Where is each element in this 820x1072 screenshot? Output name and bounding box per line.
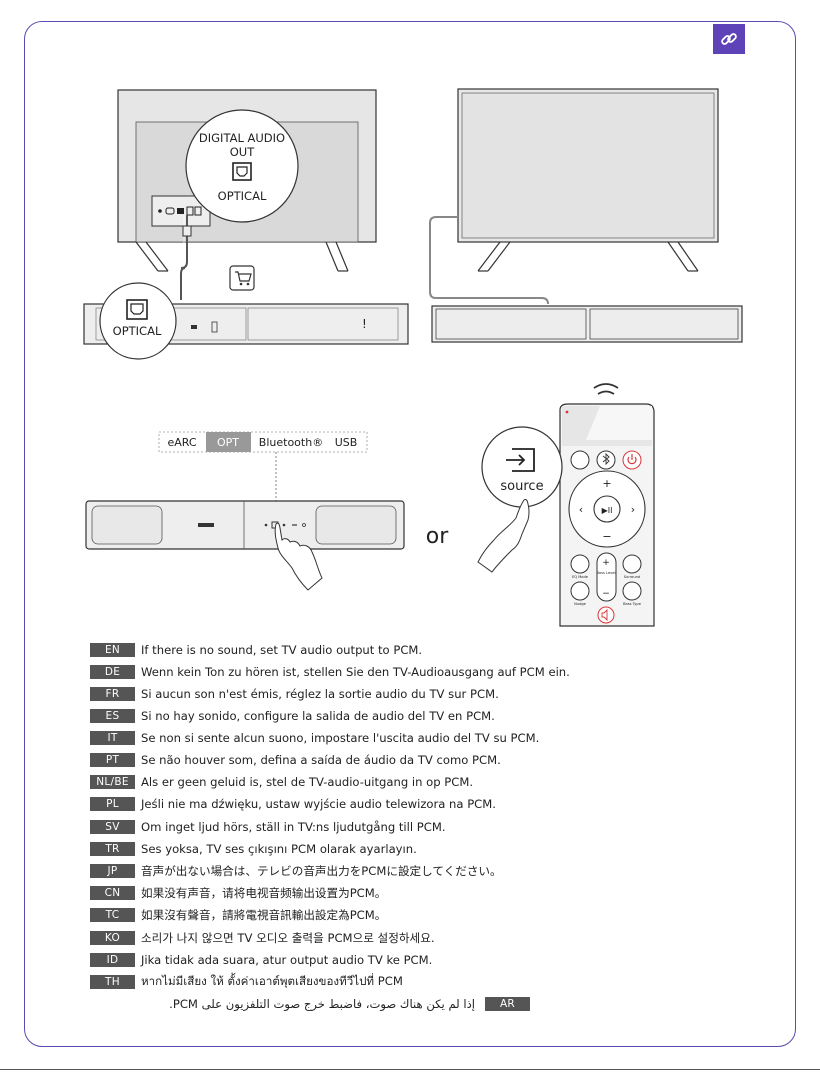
- cart-icon: [229, 265, 255, 291]
- lang-badge: EN: [90, 643, 135, 657]
- instruction-text: إذا لم يكن هناك صوت، فاضبط خرج صوت التلف…: [169, 997, 475, 1011]
- mode-earc: eARC: [167, 436, 196, 449]
- source-button-callout: source: [481, 426, 563, 508]
- tv-port-label-line2: OUT: [230, 145, 255, 159]
- lang-badge: ID: [90, 953, 135, 967]
- bottom-rule: [0, 1069, 820, 1070]
- instruction-text: Om inget ljud hörs, ställ in TV:ns ljudu…: [141, 820, 446, 834]
- instruction-text: Wenn kein Ton zu hören ist, stellen Sie …: [141, 665, 570, 679]
- svg-text:−: −: [602, 530, 611, 543]
- instruction-ar: إذا لم يكن هناك صوت، فاضبط خرج صوت التلف…: [169, 994, 530, 1014]
- instruction-ko: KO 소리가 나지 않으면 TV 오디오 출력을 PCM으로 설정하세요.: [90, 928, 710, 948]
- instruction-text: Als er geen geluid is, stel de TV-audio-…: [141, 775, 474, 789]
- instruction-text: Jika tidak ada suara, atur output audio …: [141, 953, 433, 967]
- lang-badge: NL/BE: [90, 775, 135, 789]
- svg-text:+: +: [602, 477, 611, 490]
- instruction-es: ES Si no hay sonido, configure la salida …: [90, 706, 710, 726]
- lang-badge: FR: [90, 687, 135, 701]
- remote-label-nudge: Nudge: [574, 602, 587, 606]
- instruction-nl-be: NL/BE Als er geen geluid is, stel de TV-a…: [90, 772, 710, 792]
- lang-badge: TH: [90, 975, 135, 989]
- svg-text:−: −: [602, 589, 610, 599]
- instruction-text: Jeśli nie ma dźwięku, ustaw wyjście audi…: [141, 797, 496, 811]
- instruction-cn: CN 如果没有声音，请将电视音频输出设置为PCM。: [90, 883, 710, 903]
- lang-badge: ES: [90, 709, 135, 723]
- instruction-pt: PT Se não houver som, defina a saída de á…: [90, 750, 710, 770]
- lang-badge: TR: [90, 842, 135, 856]
- remote-label-bass-type: Bass Type: [623, 602, 642, 606]
- instruction-text: Se não houver som, defina a saída de áud…: [141, 753, 501, 767]
- instruction-text: If there is no sound, set TV audio outpu…: [141, 643, 423, 657]
- instruction-text: 如果沒有聲音，請將電視音訊輸出設定為PCM。: [141, 908, 387, 922]
- lang-badge: PT: [90, 753, 135, 767]
- lang-badge: IT: [90, 731, 135, 745]
- svg-text:▶II: ▶II: [602, 506, 613, 515]
- instruction-text: 소리가 나지 않으면 TV 오디오 출력을 PCM으로 설정하세요.: [141, 931, 435, 945]
- instruction-text: Ses yoksa, TV ses çıkışını PCM olarak ay…: [141, 842, 417, 856]
- instruction-en: EN If there is no sound, set TV audio out…: [90, 640, 710, 660]
- lang-badge: KO: [90, 931, 135, 945]
- remote-label-eq: EQ Mode: [572, 575, 589, 579]
- instruction-sv: SV Om inget ljud hörs, ställ in TV:ns lju…: [90, 817, 710, 837]
- instruction-text: Se non si sente alcun suono, impostare l…: [141, 731, 540, 745]
- instruction-de: DE Wenn kein Ton zu hören ist, stellen Si…: [90, 662, 710, 682]
- soundbar-port-name: OPTICAL: [113, 324, 162, 338]
- or-text: or: [426, 524, 449, 549]
- instruction-jp: JP 音声が出ない場合は、テレビの音声出力をPCMに設定してください。: [90, 861, 710, 881]
- pointing-hand-icon: [274, 522, 323, 591]
- source-button-label: source: [500, 479, 543, 494]
- hdmi-cable: [429, 216, 549, 305]
- tv-port-name: OPTICAL: [218, 189, 267, 203]
- mode-opt: OPT: [217, 436, 239, 449]
- soundbar-optical-callout: OPTICAL: [99, 282, 177, 360]
- soundbar-mark: !: [362, 317, 367, 331]
- lang-badge: CN: [90, 886, 135, 900]
- wifi-signal-icon: [593, 383, 619, 395]
- link-button[interactable]: [713, 24, 745, 54]
- bluetooth-icon: [602, 452, 610, 466]
- source-input-icon: [506, 448, 535, 472]
- tv-front-view: [457, 88, 719, 272]
- remote-label-surround: Surround: [624, 575, 640, 579]
- remote-control: ▶II + − ‹ › + − EQ Mode Bass Level Surro…: [559, 383, 655, 627]
- soundbar-front: [431, 305, 743, 343]
- instruction-text: 音声が出ない場合は、テレビの音声出力をPCMに設定してください。: [141, 864, 502, 878]
- lang-badge: AR: [485, 997, 530, 1011]
- link-icon: [721, 33, 737, 45]
- mode-usb: USB: [335, 436, 358, 449]
- svg-text:‹: ‹: [579, 503, 583, 516]
- tv-port-label-line1: DIGITAL AUDIO: [199, 131, 285, 145]
- mute-icon: [597, 606, 615, 624]
- instruction-text: 如果没有声音，请将电视音频输出设置为PCM。: [141, 886, 387, 900]
- source-mode-strip: eARC OPT Bluetooth® USB: [158, 431, 368, 518]
- instruction-tc: TC 如果沒有聲音，請將電視音訊輸出設定為PCM。: [90, 905, 710, 925]
- instruction-it: IT Se non si sente alcun suono, impostare…: [90, 728, 710, 748]
- soundbar-top: [85, 500, 405, 550]
- lang-badge: TC: [90, 908, 135, 922]
- tv-optical-callout: DIGITAL AUDIO OUT OPTICAL: [185, 109, 299, 223]
- mode-bluetooth: Bluetooth®: [259, 436, 323, 449]
- lang-badge: PL: [90, 797, 135, 811]
- instruction-tr: TR Ses yoksa, TV ses çıkışını PCM olarak …: [90, 839, 710, 859]
- remote-label-bass-level: Bass Level: [596, 571, 615, 575]
- power-icon: [627, 456, 637, 465]
- instruction-id: ID Jika tidak ada suara, atur output audi…: [90, 950, 710, 970]
- lang-badge: SV: [90, 820, 135, 834]
- svg-text:›: ›: [631, 503, 635, 516]
- optical-cable: [180, 215, 188, 300]
- instruction-text: Si no hay sonido, configure la salida de…: [141, 709, 495, 723]
- lang-badge: DE: [90, 665, 135, 679]
- instruction-th: TH หากไม่มีเสียง ให้ ตั้งค่าเอาต์พุตเสียง…: [90, 972, 710, 992]
- page-frame: [24, 21, 796, 1047]
- instruction-pl: PL Jeśli nie ma dźwięku, ustaw wyjście au…: [90, 794, 710, 814]
- lang-badge: JP: [90, 864, 135, 878]
- pointing-hand-icon-remote: [477, 499, 530, 573]
- svg-text:+: +: [602, 558, 610, 568]
- connection-diagram: DIGITAL AUDIO OUT OPTICAL ! OPTICAL: [83, 88, 743, 627]
- instruction-text: หากไม่มีเสียง ให้ ตั้งค่าเอาต์พุตเสียงขอ…: [141, 974, 403, 988]
- instruction-text: Si aucun son n'est émis, réglez la sorti…: [141, 687, 499, 701]
- instruction-fr: FR Si aucun son n'est émis, réglez la sor…: [90, 684, 710, 704]
